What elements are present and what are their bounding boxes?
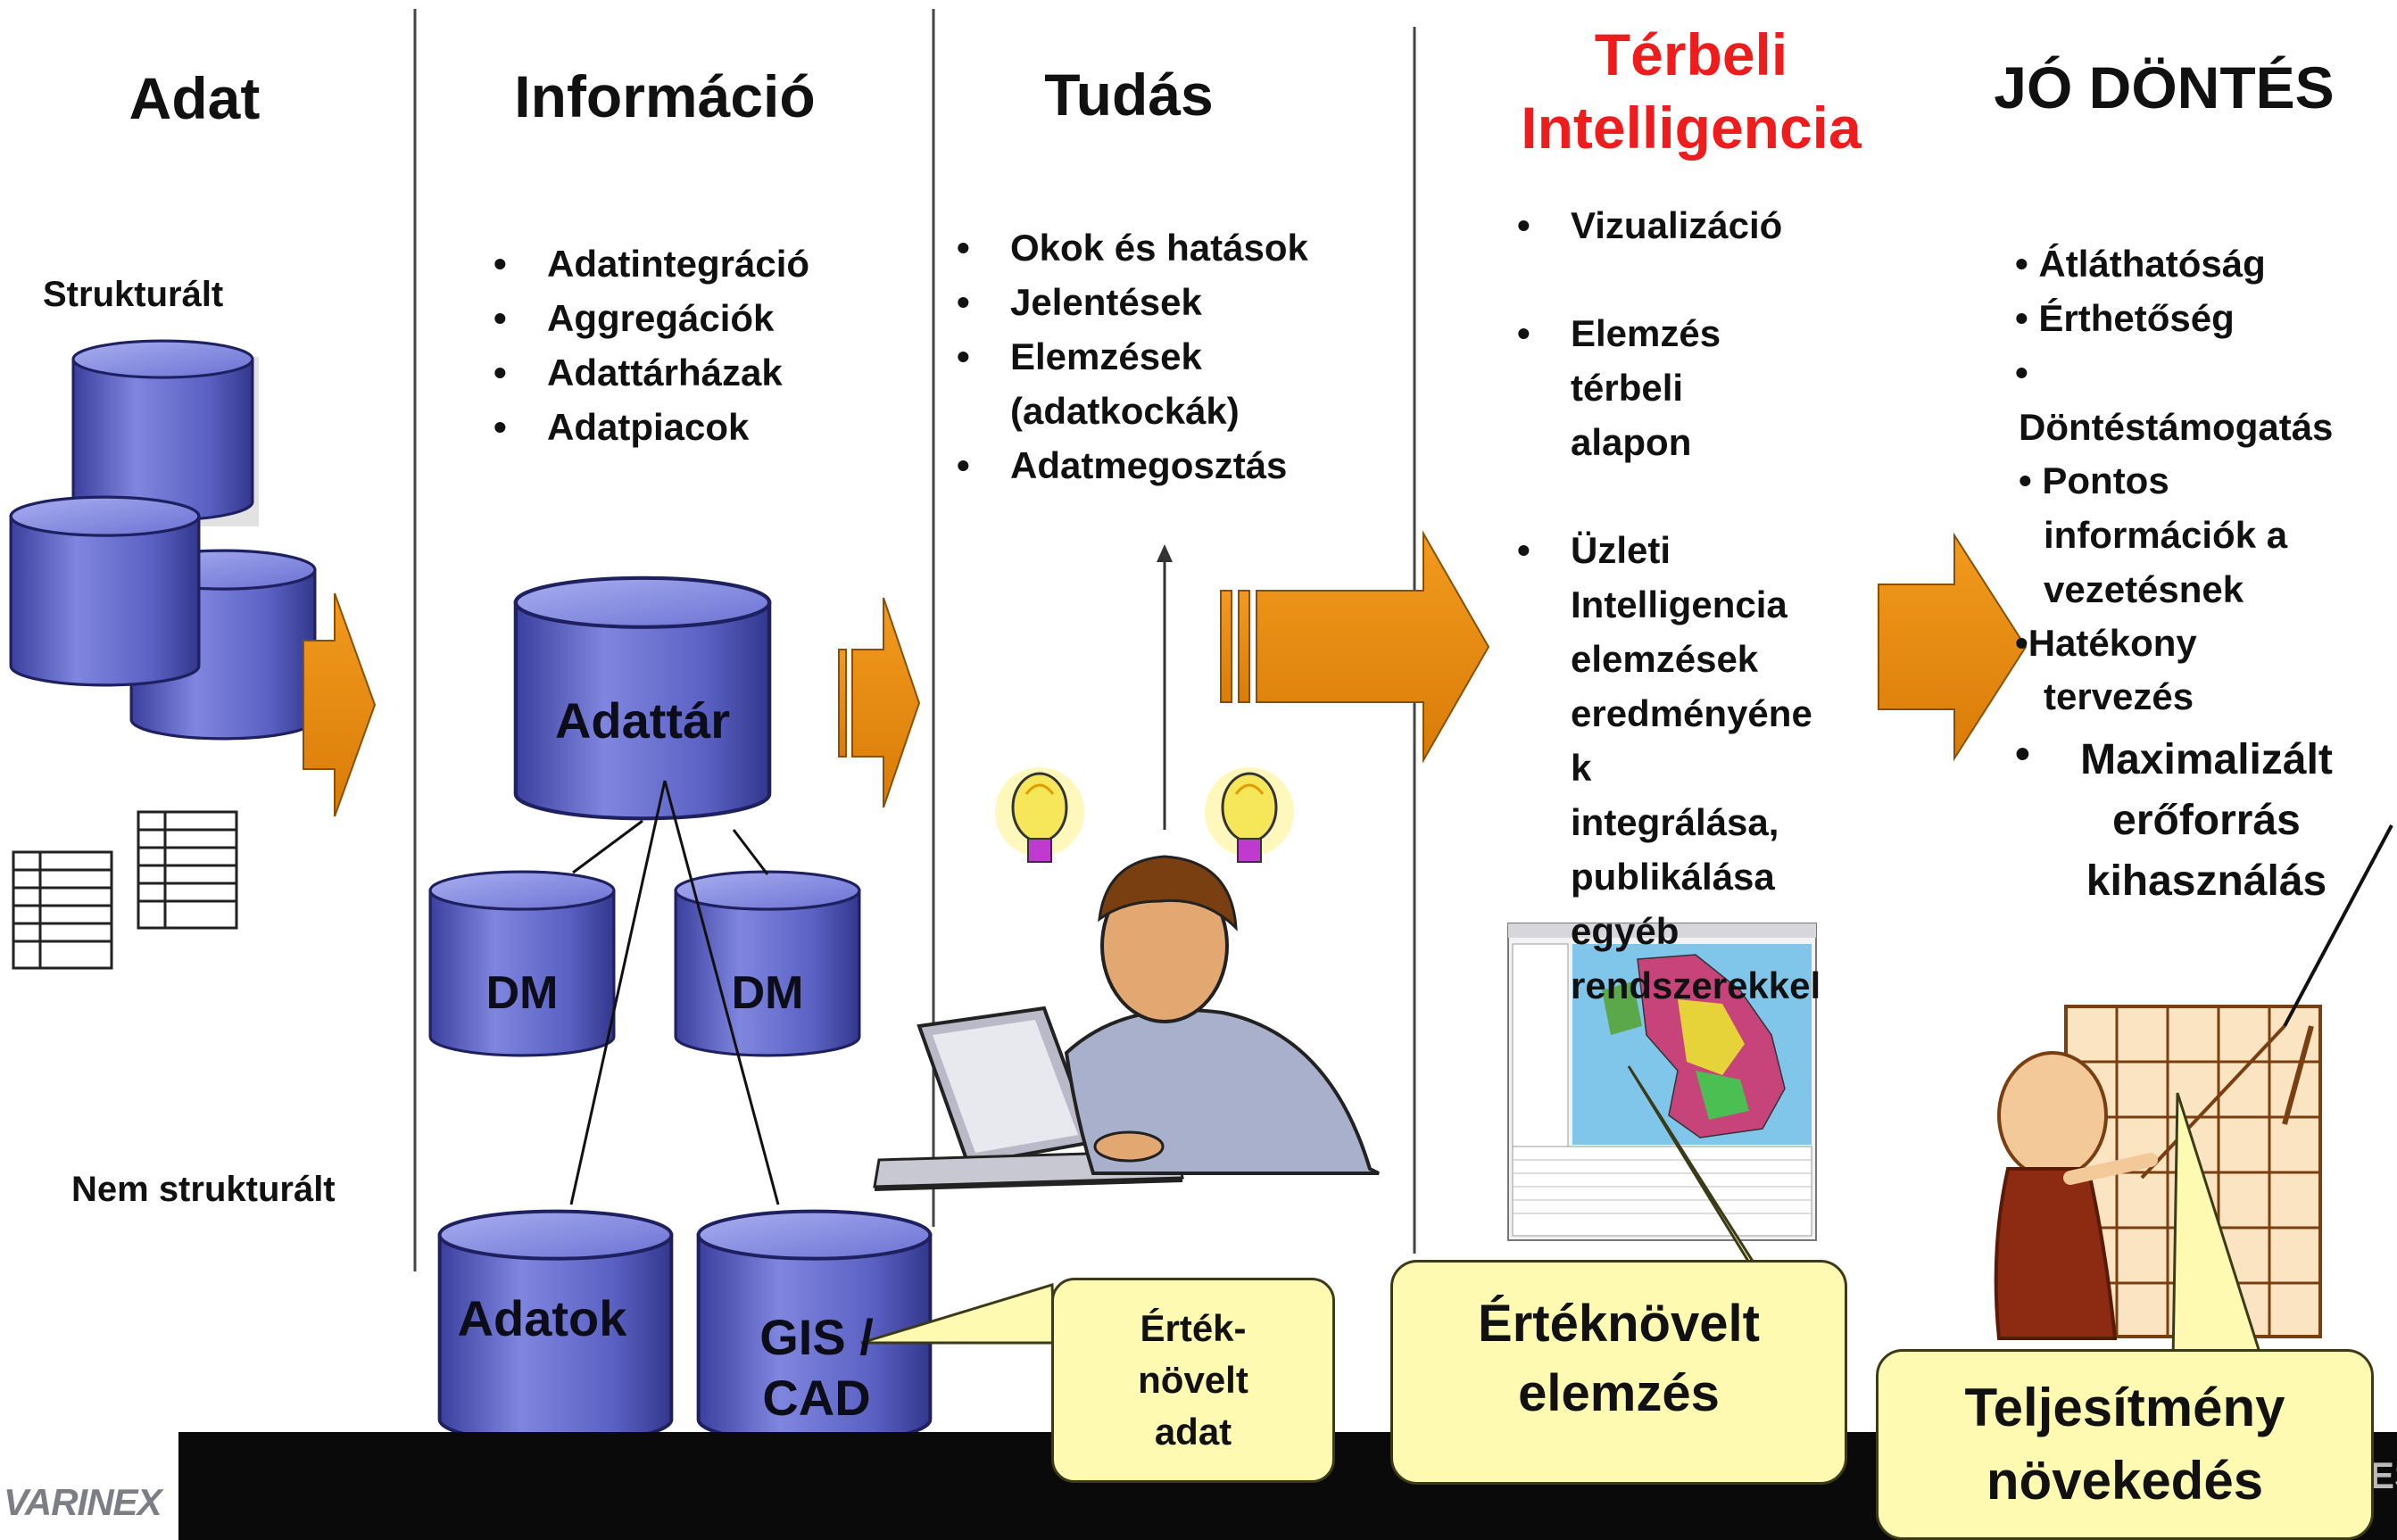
varinex-logo-text: VARINEX bbox=[4, 1481, 162, 1523]
footer-corner-text: ES bbox=[2369, 1454, 2397, 1496]
source-label-gis: GIS / CAD bbox=[759, 1309, 874, 1426]
jo-dontes-item-5: • Pontos bbox=[2019, 460, 2169, 501]
callout-ertek-novelt-adat: Érték- növelt adat bbox=[1051, 1278, 1335, 1483]
document-icon-2 bbox=[137, 810, 238, 930]
list-item: Vizualizáció bbox=[1517, 198, 1847, 253]
tudas-bullets: Okok és hatások Jelentések Elemzések (ad… bbox=[957, 220, 1340, 493]
unstructured-label: Nem strukturált bbox=[71, 1170, 336, 1209]
datamart-db-2 bbox=[674, 870, 861, 1057]
structured-label: Strukturált bbox=[43, 275, 224, 314]
callout-text: Érték- növelt adat bbox=[1138, 1307, 1248, 1453]
title-tudas: Tudás bbox=[1044, 62, 1214, 128]
document-icon-1 bbox=[12, 850, 113, 970]
varinex-logo bbox=[0, 1423, 178, 1540]
list-item: Adatmegosztás bbox=[957, 438, 1340, 493]
title-informacio: Információ bbox=[514, 63, 816, 129]
list-item: Okok és hatások bbox=[957, 220, 1340, 275]
jo-dontes-highlight-bullet-mark: • bbox=[2015, 731, 2030, 778]
callout-ertek-novelt-elemzes: Értéknövelt elemzés bbox=[1390, 1260, 1847, 1485]
lightbulb-icon-1 bbox=[995, 767, 1084, 863]
jo-dontes-item-4: Döntéstámogatás bbox=[2019, 406, 2334, 448]
datamart-db-1 bbox=[428, 870, 616, 1057]
list-item: Jelentések bbox=[957, 275, 1340, 329]
jo-dontes-item-8: •Hatékony bbox=[2015, 622, 2197, 664]
callout-teljesitmeny: Teljesítmény növekedés bbox=[1876, 1349, 2374, 1540]
list-item: Adattárházak bbox=[494, 345, 809, 400]
list-item: Üzleti Intelligencia elemzések eredményé… bbox=[1517, 523, 1821, 1013]
arrow-1 bbox=[303, 592, 377, 817]
lightbulb-icon-2 bbox=[1205, 767, 1294, 863]
arrow-4 bbox=[1878, 532, 2028, 762]
callout-text: Teljesítmény növekedés bbox=[1964, 1378, 2285, 1511]
list-item: Elemzések (adatkockák) bbox=[957, 329, 1269, 438]
list-item: Adatintegráció bbox=[494, 236, 809, 291]
title-jo-dontes: JÓ DÖNTÉS bbox=[1994, 54, 2335, 120]
list-item: Elemzés térbeli alapon bbox=[1517, 306, 1794, 469]
datamart-label-1: DM bbox=[485, 967, 559, 1019]
man-laptop-illustration bbox=[873, 855, 1380, 1191]
callout-text: Értéknövelt elemzés bbox=[1478, 1295, 1760, 1422]
title-terbeli-intelligencia: Térbeli Intelligencia bbox=[1521, 21, 1862, 161]
source-label-adatok: Adatok bbox=[457, 1290, 627, 1346]
jo-dontes-item-7: vezetésnek bbox=[2044, 568, 2244, 610]
arrow-2 bbox=[838, 597, 921, 808]
warehouse-label: Adattár bbox=[554, 692, 731, 749]
terbeli-bullets: Vizualizáció Elemzés térbeli alapon Üzle… bbox=[1517, 198, 1847, 1013]
title-adat: Adat bbox=[129, 65, 261, 131]
arrow-3 bbox=[1220, 530, 1490, 764]
jo-dontes-item-1: • Átláthatóság bbox=[2015, 243, 2266, 285]
jo-dontes-item-9: tervezés bbox=[2044, 675, 2194, 717]
structured-db-2 bbox=[9, 495, 201, 687]
informacio-bullets: Adatintegráció Aggregációk Adattárházak … bbox=[494, 236, 809, 454]
jo-dontes-item-6: információk a bbox=[2044, 514, 2288, 556]
jo-dontes-highlight-bullet: Maximalizált erőforrás kihasználás bbox=[2080, 736, 2333, 905]
list-item: Aggregációk bbox=[494, 291, 809, 345]
datamart-label-2: DM bbox=[731, 967, 804, 1019]
list-item: Adatpiacok bbox=[494, 400, 809, 454]
jo-dontes-item-3: • bbox=[2015, 352, 2028, 393]
jo-dontes-item-2: • Érthetőség bbox=[2015, 297, 2235, 339]
